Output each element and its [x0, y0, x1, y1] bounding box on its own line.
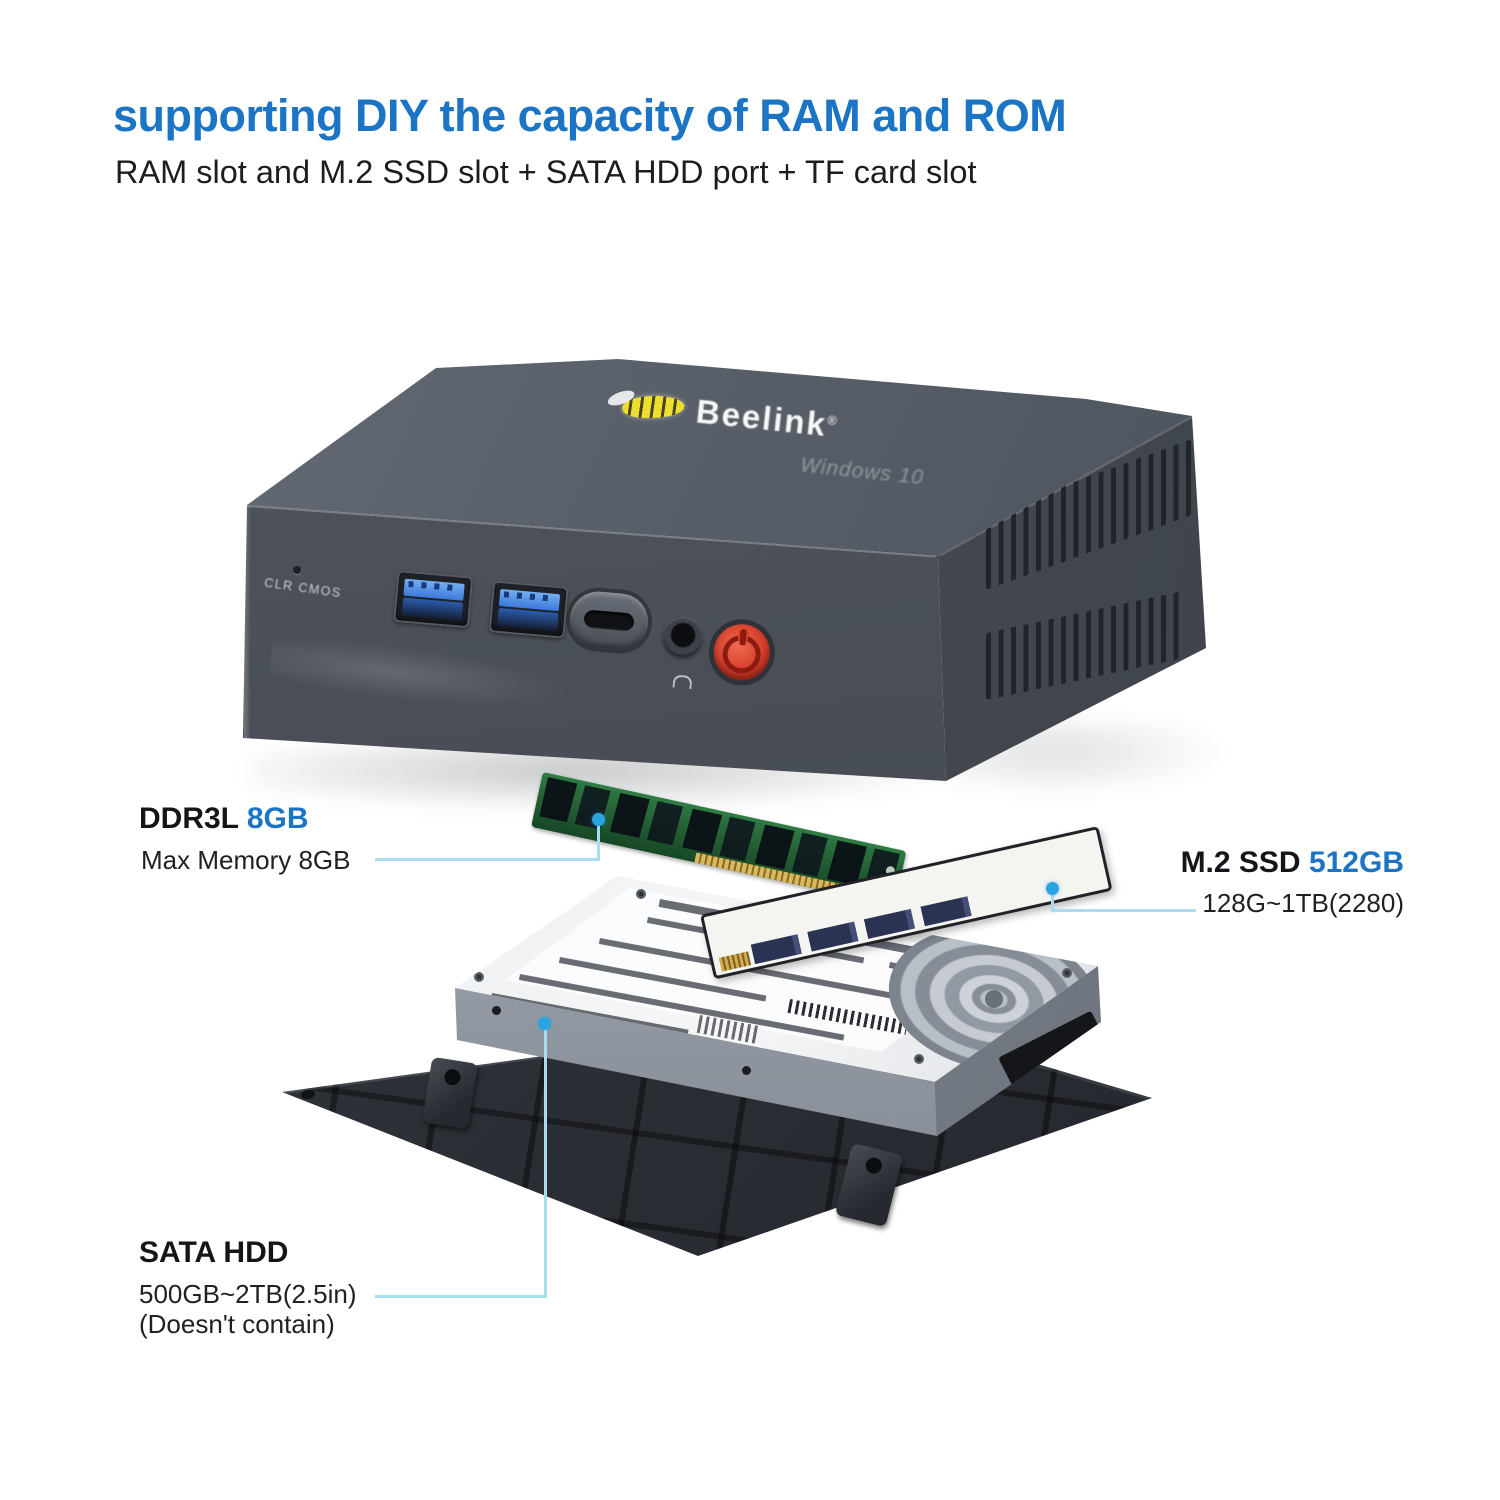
ssd-capacity: 512GB	[1308, 846, 1404, 879]
bee-icon	[622, 394, 685, 419]
ssd-name: M.2 SSD	[1180, 846, 1301, 879]
hdd-callout-line-h	[375, 1295, 547, 1298]
power-button-icon	[711, 621, 773, 683]
hdd-screw	[1062, 968, 1072, 978]
ram-callout-line-h	[375, 858, 600, 861]
hdd-callout-line-v	[544, 1025, 547, 1298]
ram-callout-dot	[592, 813, 605, 826]
usb-3.0-port-icon	[393, 569, 474, 629]
usb-3.0-port-icon	[488, 580, 569, 639]
ssd-callout-line-h	[1051, 909, 1196, 912]
ram-name: DDR3L	[139, 802, 239, 835]
brand-text: Beelink®	[694, 392, 840, 444]
ssd-gold-contacts	[718, 951, 752, 972]
brand-reg-mark: ®	[826, 412, 840, 429]
ssd-callout-detail: 128G~1TB(2280)	[1202, 888, 1404, 918]
headphone-glyph-icon	[672, 674, 693, 690]
usb-glow	[497, 607, 559, 632]
page-title: supporting DIY the capacity of RAM and R…	[113, 90, 1067, 141]
ssd-callout-line-v	[1051, 890, 1054, 912]
hdd-screw	[914, 1054, 924, 1064]
page-subtitle: RAM slot and M.2 SSD slot + SATA HDD por…	[115, 154, 977, 190]
clr-cmos-pinhole	[293, 566, 301, 574]
hdd-callout-title: SATA HDD	[139, 1236, 289, 1269]
windows-sticker: Windows 10	[799, 453, 926, 490]
hdd-screw	[474, 972, 484, 982]
hdd-screw	[636, 889, 646, 899]
ssd-callout-title: M.2 SSD 512GB	[1100, 846, 1404, 880]
hdd-callout-note: (Doesn't contain)	[139, 1309, 335, 1339]
vent-grille-lower	[986, 591, 1182, 700]
beelink-logo: Beelink®	[621, 385, 841, 445]
hdd-callout-dot	[538, 1017, 551, 1030]
clr-cmos-label: CLR CMOS	[263, 575, 343, 601]
hdd-side-hole	[742, 1066, 751, 1075]
ram-callout-title: DDR3L 8GB	[139, 802, 309, 836]
ram-capacity: 8GB	[246, 802, 309, 835]
ram-callout-line-v	[597, 821, 600, 861]
hdd-side-hole	[492, 1006, 501, 1015]
left-edge-highlight	[244, 506, 251, 739]
ssd-callout-dot	[1046, 882, 1059, 895]
usb-c-port-icon	[567, 589, 651, 652]
usb-glow	[401, 597, 464, 621]
ram-callout-detail: Max Memory 8GB	[141, 845, 351, 875]
headphone-jack-icon	[661, 615, 705, 659]
hdd-callout-detail: 500GB~2TB(2.5in)	[139, 1279, 357, 1309]
